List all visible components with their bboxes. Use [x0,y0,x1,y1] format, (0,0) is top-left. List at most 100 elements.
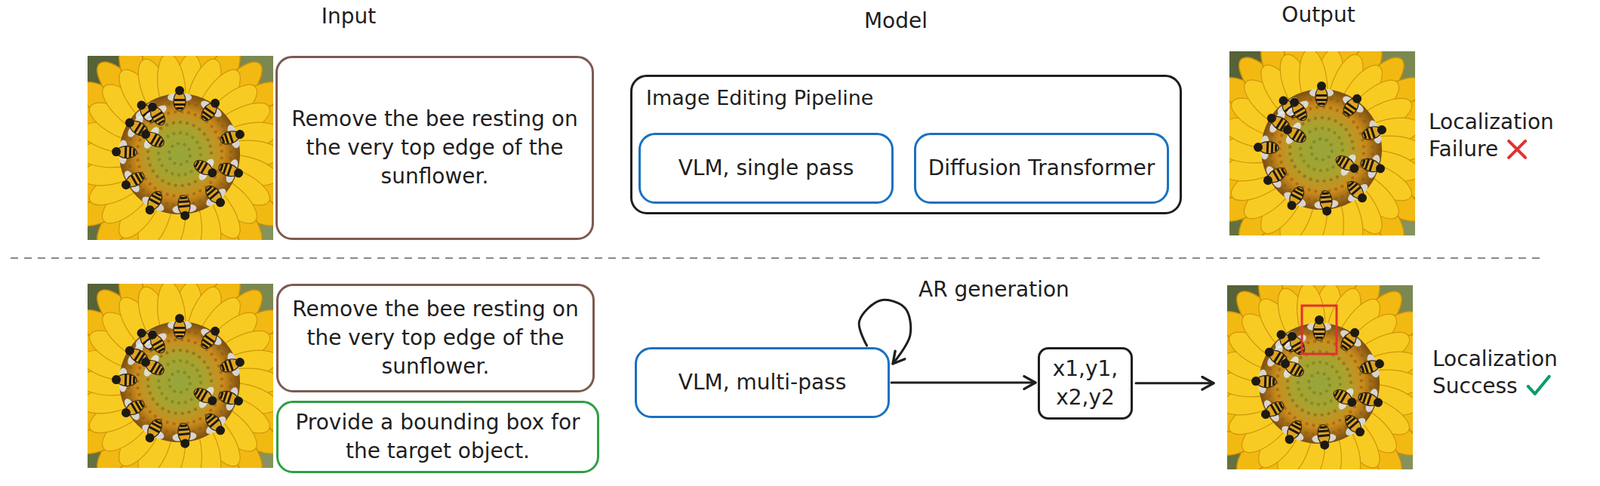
illustration-part [146,328,159,341]
illustration-part [1292,415,1296,419]
illustration-part [193,407,197,411]
illustration-part [1360,385,1364,389]
bee [167,313,192,339]
illustration-part [187,329,191,333]
illustration-part [147,163,151,167]
box-text: Remove the bee resting on the very top e… [287,295,584,381]
illustration-part [155,403,159,407]
illustration-part [1313,412,1317,416]
illustration-part [1361,159,1367,167]
illustration-part [1356,191,1370,205]
illustration-part [226,392,232,404]
illustration-part [1369,126,1376,139]
illustration-part [1345,396,1358,409]
illustration-part [1313,339,1317,343]
bounding-box-highlight [1301,305,1337,354]
illustration-part [1338,375,1342,379]
illustration-part [189,397,193,401]
illustration-part [1275,387,1279,391]
illustration-part [1286,422,1290,426]
illustration-part [135,158,139,162]
bee [216,349,248,381]
illustration-part [219,409,223,413]
illustration-part [1353,360,1357,364]
illustration-part [135,386,139,390]
illustration-part [165,420,169,424]
illustration-part [128,392,132,396]
illustration-part [1349,353,1353,357]
illustration-part [1313,116,1317,120]
illustration-part [178,348,182,352]
success-check [1528,376,1550,394]
illustration-part [1320,116,1324,120]
illustration-part [209,124,213,128]
illustration-part [201,342,209,349]
illustration-part [1318,102,1326,105]
illustration-part [1372,396,1384,409]
illustration-part [1314,156,1318,160]
illustration-part [135,98,148,112]
bee [188,380,223,414]
illustration-part [187,110,191,114]
illustration-part [172,430,176,434]
illustration-part [178,120,182,124]
illustration-part [165,192,169,196]
illustration-part [1362,144,1366,148]
illustration-part [219,163,225,171]
illustration-part [120,406,133,419]
illustration-part [175,313,185,324]
illustration-part [164,169,168,173]
illustration-part [1270,132,1274,136]
illustration-part [190,363,194,367]
bee [1281,92,1315,127]
illustration-part [1274,328,1288,342]
illustration-part [1280,133,1284,137]
illustration-part [218,142,222,146]
illustration-part [183,172,187,176]
illustration-part [1369,379,1373,383]
illustration-part [1330,149,1334,153]
illustration-part [1295,181,1299,185]
illustration-part [157,347,165,353]
illustration-part [1326,377,1330,381]
illustration-part [1278,140,1282,144]
illustration-part [1329,178,1333,182]
illustration-part [1314,315,1324,325]
illustration-part [189,169,193,173]
illustration-part [1281,123,1294,136]
illustration-part [198,146,202,150]
illustration-part [192,419,196,423]
illustration-part [168,156,172,160]
illustration-part [1334,196,1338,200]
illustration-part [1368,160,1374,172]
illustration-part [1306,164,1310,168]
illustration-part [167,181,171,185]
illustration-part [183,400,187,404]
bee [1255,393,1290,428]
illustration-part [175,86,185,96]
illustration-part [1316,403,1320,407]
illustration-part [1331,165,1335,169]
illustration-part [1310,152,1314,156]
illustration-part [1259,408,1272,421]
illustration-part [1272,378,1275,385]
illustration-part [160,391,164,395]
illustration-part [1350,139,1354,143]
illustration-part [1309,177,1313,181]
illustration-part [1313,328,1326,331]
illustration-part [176,369,180,373]
bee [1337,408,1373,444]
bee [1358,116,1390,148]
illustration-part [1338,382,1342,386]
illustration-part [1318,137,1322,141]
illustration-part [197,127,201,131]
illustration-part [232,167,244,179]
illustration-part [1307,386,1311,390]
illustration-part [1296,381,1300,385]
illustration-part [1316,336,1324,339]
illustration-part [172,389,176,393]
illustration-part [129,137,133,141]
illustration-part [188,153,192,157]
bee [1307,315,1332,341]
illustration-part [185,132,189,136]
